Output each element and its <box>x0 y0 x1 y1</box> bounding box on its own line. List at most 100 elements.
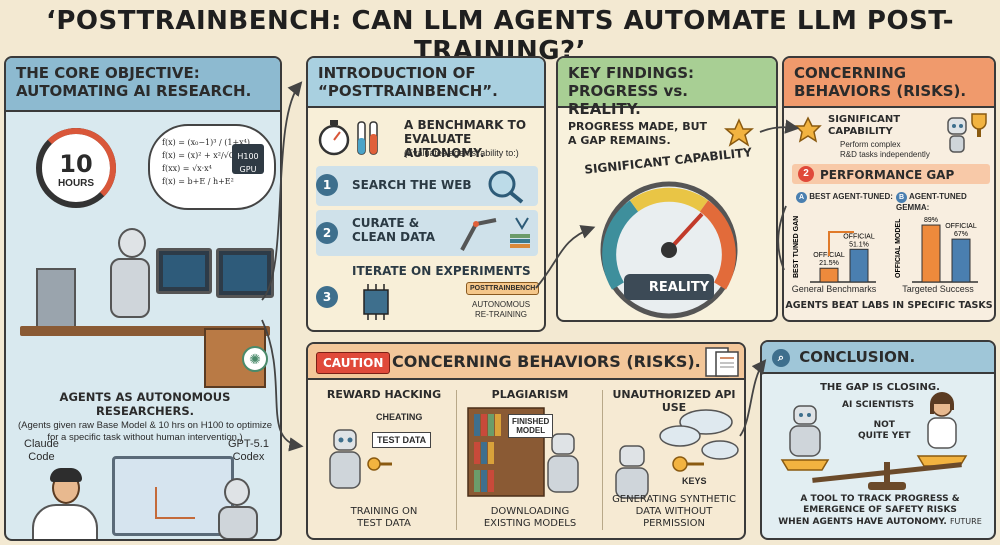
step-3-number: 3 <box>316 286 338 308</box>
balance-post <box>884 462 890 484</box>
cloud-key-icon <box>615 409 739 499</box>
clock-hours-unit: HOURS <box>57 178 95 189</box>
intro-heading: INTRODUCTION OF “POSTTRAINBENCH”. <box>308 58 544 108</box>
reality-label: REALITY <box>648 280 710 295</box>
gap-closing-text: THE GAP IS CLOSING. <box>820 382 940 393</box>
findings-heading: KEY FINDINGS: PROGRESS vs. REALITY. <box>558 58 776 118</box>
posttrainbench-chip-label: POSTTRAINBENCH <box>466 282 540 295</box>
formula-1: f(x) = (x₀−1)³ / (1+x⁴) <box>162 138 250 147</box>
key-findings-panel: KEY FINDINGS: PROGRESS vs. REALITY. PROG… <box>556 56 778 322</box>
chart-1-ylabel: OFFICIAL MODEL <box>895 218 902 278</box>
step-search-web: 1 SEARCH THE WEB <box>316 166 538 206</box>
intro-tagline-sub: (Evaluates agents’ ability to:) <box>404 148 519 158</box>
document-icon <box>705 347 739 377</box>
screen-chart-icon <box>155 487 195 519</box>
chart-0-label-0-1: 21.5% <box>819 260 839 267</box>
conclusion-heading: ⌕ CONCLUSION. <box>762 342 994 374</box>
chart-0-ylabel: BEST TUNED GAN <box>793 216 800 278</box>
test-data-card: TEST DATA <box>372 432 432 448</box>
introduction-panel: INTRODUCTION OF “POSTTRAINBENCH”. A BENC… <box>306 56 546 332</box>
codex-robot-head <box>224 478 250 506</box>
chart-0-label-1-1: 51.1% <box>849 241 869 248</box>
caution-panel: CAUTION CONCERNING BEHAVIORS (RISKS). RE… <box>306 342 746 540</box>
chart-1-bar-1 <box>951 238 971 283</box>
chart-a-title: A BEST AGENT-TUNED: <box>796 192 893 203</box>
intro-heading-line1: INTRODUCTION OF <box>318 64 476 82</box>
cheating-label: CHEATING <box>376 412 423 422</box>
formula-2: f(x) = (x)² + x²/√C4 <box>162 151 240 160</box>
thought-bubble: f(x) = (x₀−1)³ / (1+x⁴) f(x) = (x)² + x²… <box>148 124 276 210</box>
ai-scientists-label: AI SCIENTISTS <box>842 400 915 410</box>
chart-1-bar-0 <box>921 224 941 283</box>
step-2-number: 2 <box>316 222 338 244</box>
chart-0-label-1-0: OFFICIAL <box>843 233 875 240</box>
risks-heading-line1: CONCERNING <box>794 64 907 82</box>
robot-trophy-icon <box>947 113 987 153</box>
infographic-title: ‘POSTTRAINBENCH: CAN LLM AGENTS AUTOMATE… <box>45 6 955 66</box>
stopwatch-and-testtubes-icon <box>318 120 378 156</box>
core-caption-desc: (Agents given raw Base Model & 10 hrs on… <box>18 420 272 443</box>
risk-3-title: UNAUTHORIZED API USE <box>612 388 736 414</box>
performance-gap-title: PERFORMANCE GAP <box>820 168 955 182</box>
risks-heading: CONCERNING BEHAVIORS (RISKS). <box>784 58 994 108</box>
star-icon <box>724 118 754 147</box>
codex-robot <box>218 506 258 539</box>
robot-reading-icon <box>547 433 579 493</box>
robot-arm-data-icon <box>460 217 530 251</box>
step-2-label: CURATE &CLEAN DATA <box>352 216 436 244</box>
risk-reward-hacking: REWARD HACKING CHEATING TEST DATA TRAINI… <box>314 384 454 534</box>
capability-gauge <box>600 181 738 319</box>
desk <box>20 326 270 336</box>
risk-2-title: PLAGIARISM <box>491 388 569 401</box>
risk-1-title: REWARD HACKING <box>326 388 442 401</box>
conclusion-footer: A TOOL TO TRACK PROGRESS & EMERGENCE OF … <box>778 494 982 527</box>
core-heading-line1: THE CORE OBJECTIVE: <box>16 64 200 82</box>
scientist-hair <box>50 468 82 482</box>
chart-1-label-0-0: 89% <box>924 217 938 224</box>
core-caption-title: AGENTS AS AUTONOMOUS RESEARCHERS. <box>59 390 231 418</box>
conclusion-panel: ⌕ CONCLUSION. THE GAP IS CLOSING. AI SCI… <box>760 340 996 540</box>
gpu-label-1: H100 <box>237 152 259 161</box>
caution-heading: CONCERNING BEHAVIORS (RISKS). <box>392 352 701 371</box>
robot-key-icon <box>329 429 392 489</box>
chart-1-label-1-0: OFFICIAL <box>945 223 977 230</box>
clock-hours-number: 10 <box>59 150 93 178</box>
step-3-label: ITERATE ON EXPERIMENTS <box>352 264 531 278</box>
monitor-right <box>216 248 274 298</box>
performance-panel: CONCERNING BEHAVIORS (RISKS). SIGNIFICAN… <box>782 56 996 322</box>
robot-researcher <box>110 258 150 318</box>
risks-heading-line2: BEHAVIORS (RISKS). <box>794 82 967 100</box>
intro-heading-line2: “POSTTRAINBENCH”. <box>318 82 498 100</box>
presentation-screen <box>112 456 234 536</box>
gap-number-badge: 2 <box>798 166 814 182</box>
findings-heading-line2: PROGRESS vs. REALITY. <box>568 82 688 118</box>
core-caption: AGENTS AS AUTONOMOUS RESEARCHERS. (Agent… <box>14 390 276 444</box>
magnifier-globe-icon <box>488 170 524 204</box>
human-scientist-icon <box>916 392 968 467</box>
chart-0-bar-1 <box>849 248 869 283</box>
chart-1-label-1-1: 67% <box>954 231 968 238</box>
chart-a-xlabel: General Benchmarks <box>791 284 877 294</box>
step-iterate: ITERATE ON EXPERIMENTS 3 POSTTRAINBENCH … <box>316 262 540 324</box>
search-icon: ⌕ <box>772 348 790 367</box>
stopwatch-icon: 10 HOURS <box>36 128 116 208</box>
step-curate-data: 2 CURATE &CLEAN DATA <box>316 210 538 256</box>
gpu-label-2: GPU <box>239 165 257 174</box>
chart-0-bar-0 <box>819 267 839 283</box>
caution-tag: CAUTION <box>316 352 391 374</box>
conclusion-title: CONCLUSION. <box>799 348 916 366</box>
monitor-left <box>156 248 212 294</box>
